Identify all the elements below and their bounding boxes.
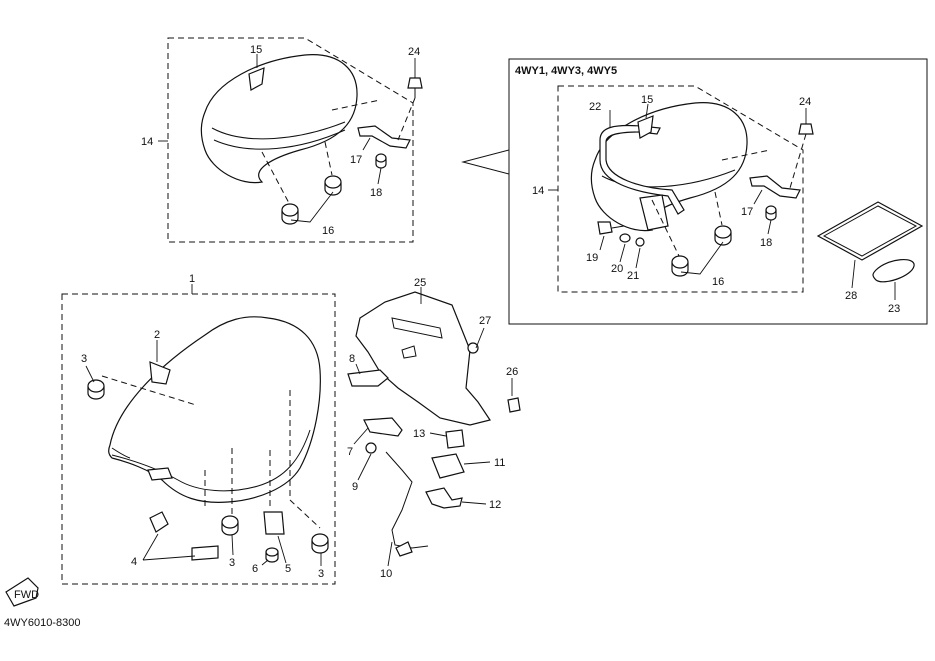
inset-nut xyxy=(765,205,777,221)
inset-bolt xyxy=(597,221,613,235)
callout-17a: 17 xyxy=(350,154,362,166)
main-seat-damper xyxy=(221,515,239,536)
inset-panel: 4WY1, 4WY3, 4WY5 xyxy=(461,58,928,325)
callout-18a: 18 xyxy=(370,187,382,199)
rear-seat-nut xyxy=(375,153,387,169)
seat-lock-cable xyxy=(385,451,429,549)
document-case xyxy=(816,201,924,261)
callout-14b: 14 xyxy=(532,185,544,197)
seat-lock-body xyxy=(431,453,465,479)
inset-damper xyxy=(671,255,689,277)
seat-lock-plate xyxy=(355,291,491,426)
callout-4: 4 xyxy=(131,556,137,568)
seat-lock-group xyxy=(347,287,521,567)
callout-9: 9 xyxy=(352,481,358,493)
callout-3b: 3 xyxy=(229,557,235,569)
callout-3a: 3 xyxy=(81,353,87,365)
callout-27: 27 xyxy=(479,315,491,327)
callout-19: 19 xyxy=(586,252,598,264)
inset-label-tag xyxy=(637,115,654,139)
main-seat-damper xyxy=(311,533,329,554)
callout-2: 2 xyxy=(154,329,160,341)
callout-10: 10 xyxy=(380,568,392,580)
fwd-arrow-icon: FWD xyxy=(5,577,39,607)
inset-seat-cushion xyxy=(590,102,748,232)
rear-seat-damper xyxy=(324,175,342,196)
callout-21: 21 xyxy=(627,270,639,282)
callout-7: 7 xyxy=(347,446,353,458)
inset-bolt-top xyxy=(798,123,814,135)
callout-5: 5 xyxy=(285,563,291,575)
callout-22: 22 xyxy=(589,101,601,113)
inset-washer xyxy=(635,237,645,247)
callout-20: 20 xyxy=(611,263,623,275)
seat-lock-screw-9 xyxy=(365,442,377,454)
rear-seat-bracket xyxy=(357,125,411,149)
seat-lock-lever xyxy=(425,487,463,509)
main-seat-hook xyxy=(263,511,285,535)
main-seat-group xyxy=(61,284,336,585)
callout-14a: 14 xyxy=(141,136,153,148)
seat-lock-bracket-7 xyxy=(363,417,403,437)
inset-collar xyxy=(619,233,631,243)
rear-seat-cushion xyxy=(200,54,358,184)
main-seat-label-tag xyxy=(149,361,171,385)
seat-lock-screw xyxy=(467,342,479,354)
callout-26: 26 xyxy=(506,366,518,378)
callout-13: 13 xyxy=(413,428,425,440)
document-pouch xyxy=(872,259,915,283)
callout-24b: 24 xyxy=(799,96,811,108)
rear-seat-label-tag xyxy=(248,67,265,91)
rear-seat-bolt xyxy=(407,77,423,89)
callout-15a: 15 xyxy=(250,44,262,56)
callout-28: 28 xyxy=(845,290,857,302)
callout-3c: 3 xyxy=(318,568,324,580)
callout-12: 12 xyxy=(489,499,501,511)
drawing-code: 4WY6010-8300 xyxy=(4,617,80,629)
inset-damper xyxy=(714,225,732,246)
main-seat-cushion xyxy=(108,316,321,503)
rear-seat-group xyxy=(158,37,423,243)
inset-bracket xyxy=(749,175,801,199)
inset-title: 4WY1, 4WY3, 4WY5 xyxy=(515,65,617,77)
seat-lock-bolt xyxy=(507,397,521,413)
svg-text:FWD: FWD xyxy=(14,589,39,601)
seat-lock-bracket-8 xyxy=(347,369,389,387)
callout-23: 23 xyxy=(888,303,900,315)
callout-18b: 18 xyxy=(760,237,772,249)
callout-11: 11 xyxy=(494,457,505,469)
rear-seat-damper xyxy=(281,203,299,225)
callout-25: 25 xyxy=(414,277,426,289)
callout-24a: 24 xyxy=(408,46,420,58)
inset-grab-bar xyxy=(599,124,685,215)
callout-labels: 15 24 14 17 18 16 22 15 24 14 17 18 19 2… xyxy=(81,44,900,580)
main-seat-damper xyxy=(87,379,105,400)
callout-16b: 16 xyxy=(712,276,724,288)
callout-15b: 15 xyxy=(641,94,653,106)
main-seat-clip xyxy=(191,545,219,561)
main-seat-clip xyxy=(149,511,169,533)
main-seat-grommet xyxy=(265,547,279,563)
callout-17b: 17 xyxy=(741,206,753,218)
callout-6: 6 xyxy=(252,563,258,575)
callout-8: 8 xyxy=(349,353,355,365)
callout-16a: 16 xyxy=(322,225,334,237)
callout-1: 1 xyxy=(189,273,195,285)
